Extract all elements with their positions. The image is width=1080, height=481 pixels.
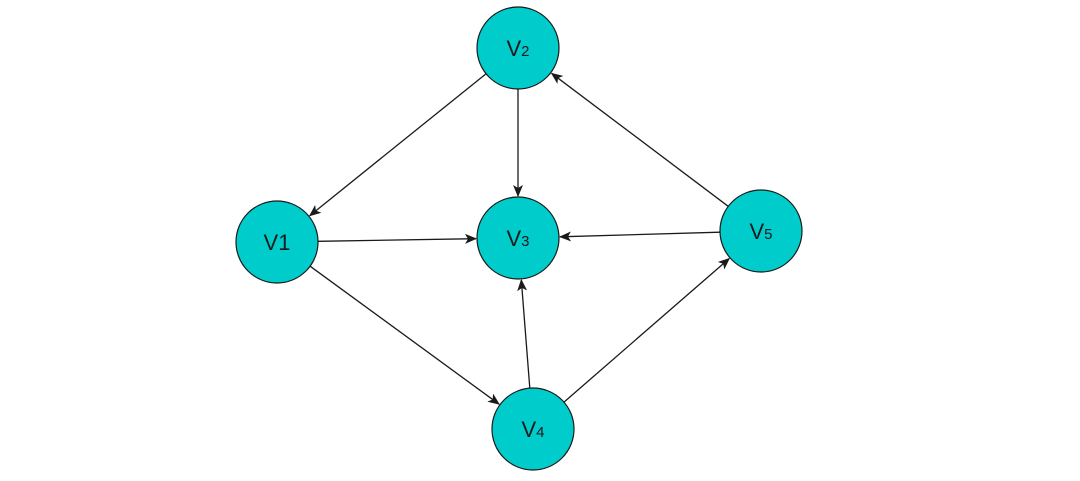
node-label: V1 [264,230,291,255]
node-circle [719,189,803,273]
edge-v4-to-v3 [517,278,531,389]
node-label-letter: V [264,230,279,255]
edge-v2-to-v1 [308,73,487,217]
node-v1: V1 [235,200,319,284]
node-v4: V4 [491,387,575,471]
node-label-index: 5 [764,226,772,243]
node-v2: V2 [476,6,560,90]
edge-arrow [559,231,721,242]
edges-layer [308,72,731,405]
edge-v1-to-v4 [309,265,500,405]
edge-v5-to-v2 [550,72,729,207]
node-v3: V3 [476,196,560,280]
node-label: V5 [749,219,772,244]
node-label-letter: V [521,417,536,442]
edge-arrow [550,72,729,207]
edge-v1-to-v3 [317,233,477,244]
edge-arrow [309,265,500,405]
node-circle [235,200,319,284]
edge-arrow [563,257,731,403]
edge-v4-to-v5 [563,257,731,403]
node-label-index: 2 [521,43,529,60]
node-label: V2 [506,36,529,61]
node-label-index: 3 [521,233,529,250]
node-circle [476,6,560,90]
node-label: V4 [521,417,544,442]
node-label-letter: V [749,219,764,244]
edge-arrow [317,233,477,244]
edge-v5-to-v3 [559,231,721,242]
node-label: V3 [506,226,529,251]
node-label-index: 1 [278,230,290,255]
node-label-letter: V [506,36,521,61]
node-label-index: 4 [536,424,544,441]
node-v5: V5 [719,189,803,273]
node-circle [476,196,560,280]
edge-arrow [517,278,531,389]
node-label-letter: V [506,226,521,251]
edge-arrow [308,73,487,217]
node-circle [491,387,575,471]
